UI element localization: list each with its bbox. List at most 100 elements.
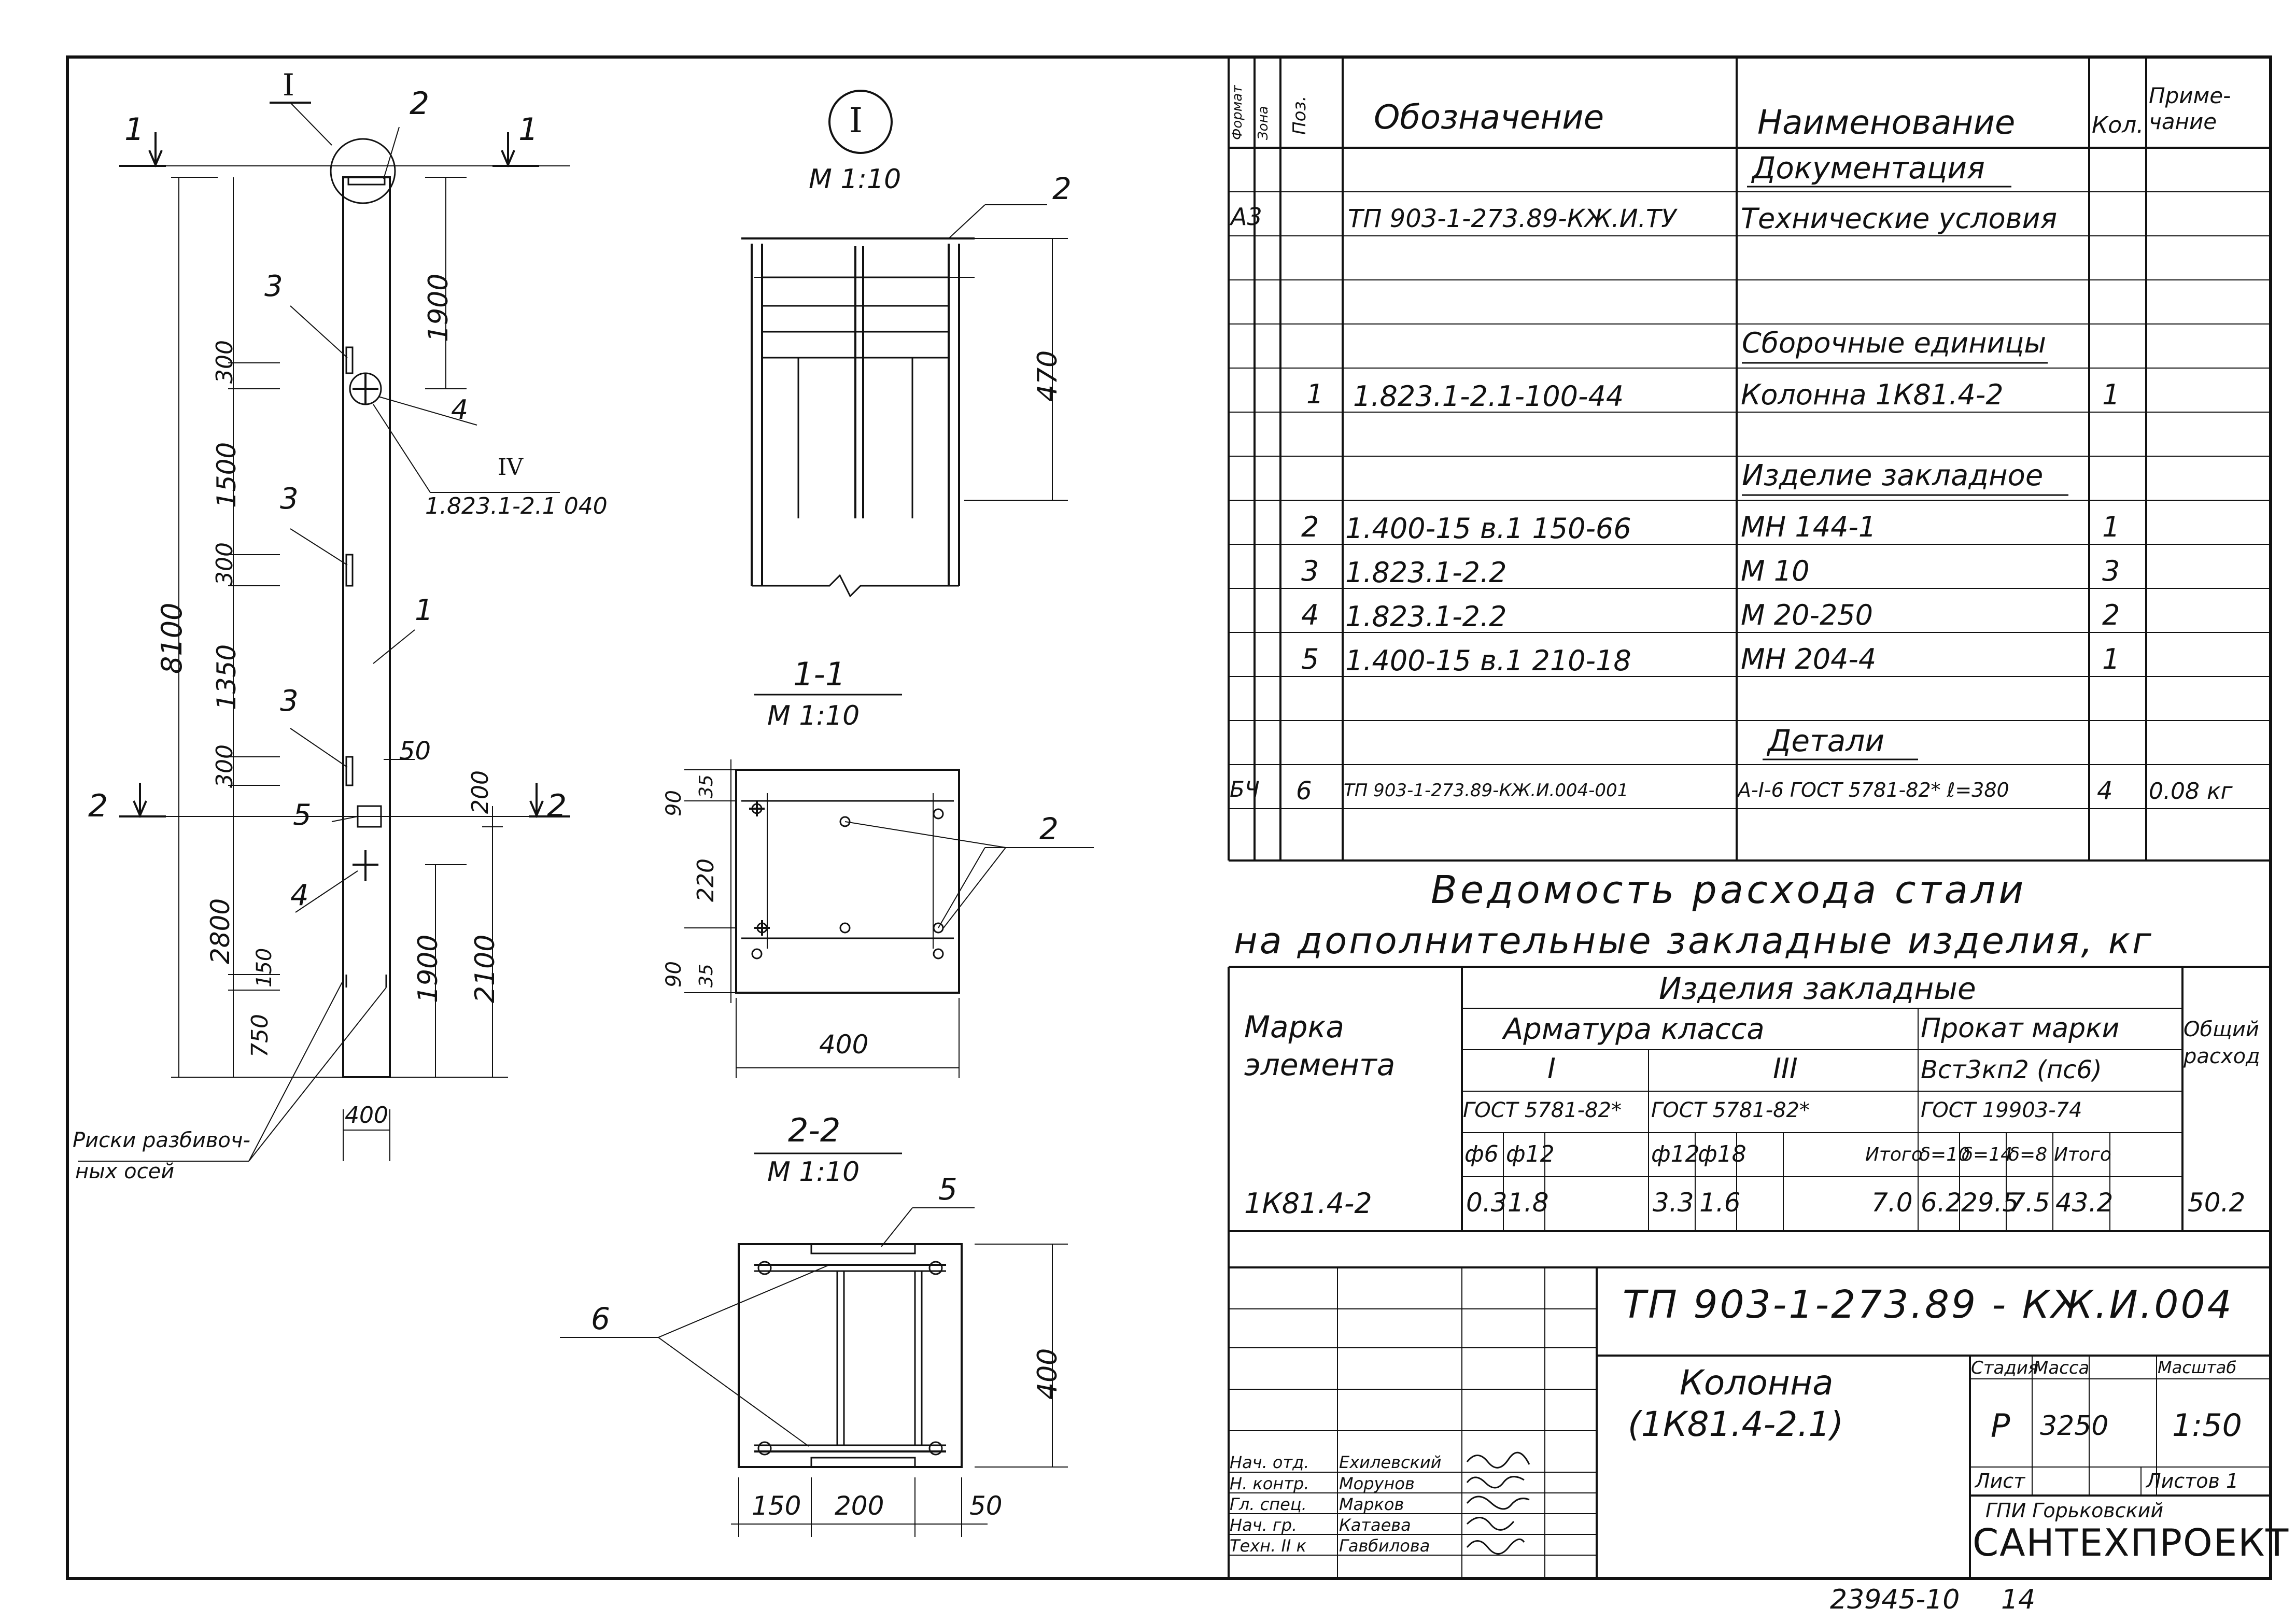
spec-row-designation: ТП 903-1-273.89-КЖ.И.ТУ <box>1348 204 1677 233</box>
detail-I-label: I <box>849 101 863 140</box>
spec-section-assembly: Сборочные единицы <box>1742 327 2047 359</box>
title-sheets-label: Листов 1 <box>2146 1470 2239 1492</box>
sec11-dim-220: 220 <box>693 858 719 902</box>
steel-subcol-t8: δ=8 <box>2008 1144 2048 1165</box>
steel-items-header: Изделия закладные <box>1659 971 1976 1006</box>
steel-class-1: I <box>1547 1052 1556 1085</box>
signer-role: Нач. отд. <box>1230 1452 1309 1472</box>
spec-header-name: Наименование <box>1757 104 2016 142</box>
steel-cell-t8: 7.5 <box>2009 1188 2050 1218</box>
sec11-dim-90-bottom: 90 <box>662 961 686 988</box>
steel-cell-d18: 1.6 <box>1699 1188 1741 1218</box>
title-mass-value: 3250 <box>2040 1411 2109 1442</box>
steel-subcol-d18: ф18 <box>1698 1141 1746 1167</box>
dim-300-c: 300 <box>212 744 238 788</box>
spec-row-pos: 3 <box>1301 555 1319 587</box>
title-sheet-label: Лист <box>1975 1470 2025 1492</box>
sec22-mark-6: 6 <box>591 1301 610 1336</box>
steel-gost-3: ГОСТ 5781-82* <box>1651 1098 1810 1122</box>
title-name-line2: (1К81.4-2.1) <box>1628 1404 1844 1444</box>
detail-dim-470: 470 <box>1032 350 1063 402</box>
steel-cell-t14: 29.5 <box>1961 1188 2019 1218</box>
spec-row-designation: 1.400-15 в.1 150-66 <box>1345 512 1631 545</box>
section-2-2-view <box>738 1243 963 1468</box>
detail-I-view <box>741 90 975 598</box>
section-mark-1-left: 1 <box>124 111 145 148</box>
section-mark-2-left: 2 <box>88 788 108 824</box>
title-org-line1: ГПИ Горьковский <box>1985 1499 2164 1522</box>
spec-row-pos: 5 <box>1301 643 1319 675</box>
spec-row-note: 0.08 кг <box>2149 778 2233 805</box>
spec-row-designation: 1.823.1-2.2 <box>1345 600 1507 633</box>
sec11-dim-35-bottom: 35 <box>696 964 717 988</box>
title-stage-value: Р <box>1991 1407 2010 1445</box>
sec22-dim-150: 150 <box>752 1491 801 1521</box>
sheet-frame <box>66 55 2272 1580</box>
spec-header-note: Приме- чание <box>2149 83 2231 135</box>
spec-row-qty: 1 <box>2102 511 2120 543</box>
sec11-dim-90-top: 90 <box>662 790 686 816</box>
steel-row-mark: 1К81.4-2 <box>1244 1187 1372 1220</box>
dim-2100: 2100 <box>470 934 501 1003</box>
dim-1900-bottom: 1900 <box>413 934 444 1003</box>
spec-row-name: МН 144-1 <box>1741 511 1877 543</box>
section-1-1-view <box>735 769 960 994</box>
steel-rolled-grade: Вст3кп2 (пс6) <box>1921 1055 2102 1084</box>
pos-mark-4-b: 4 <box>290 879 309 912</box>
spec-row-pos: 4 <box>1301 599 1319 631</box>
pos-mark-1-body: 1 <box>415 594 433 627</box>
spec-table-rows <box>1229 191 2271 809</box>
spec-row-qty: 1 <box>2102 378 2120 411</box>
signer-role: Нач. гр. <box>1230 1515 1298 1535</box>
section-2-2-title: 2-2 <box>788 1111 841 1149</box>
spec-row-name: Колонна 1К81.4-2 <box>1741 378 2004 411</box>
title-stage-label: Стадия <box>1971 1358 2039 1378</box>
dim-1500: 1500 <box>212 442 242 508</box>
spec-section-embedded: Изделие закладное <box>1742 459 2044 492</box>
title-name-line1: Колонна <box>1680 1363 1834 1403</box>
spec-row-format: А3 <box>1231 203 1262 231</box>
spec-row-designation: 1.823.1-2.1-100-44 <box>1353 380 1624 413</box>
spec-row-name: А-I-6 ГОСТ 5781-82* ℓ=380 <box>1738 779 2009 801</box>
spec-header-qty: Кол. <box>2092 112 2144 138</box>
dim-1350: 1350 <box>212 644 242 710</box>
pos-mark-3-b: 3 <box>280 482 299 516</box>
dim-750: 750 <box>247 1014 273 1057</box>
spec-row-name: Технические условия <box>1741 202 2058 235</box>
spec-row-qty: 1 <box>2102 643 2120 675</box>
dim-50: 50 <box>399 737 431 766</box>
steel-gost-1: ГОСТ 5781-82* <box>1463 1098 1622 1122</box>
steel-subcol-d12-iii: ф12 <box>1651 1141 1700 1167</box>
steel-subcol-d6: ф6 <box>1464 1141 1499 1167</box>
section-1-1-title: 1-1 <box>793 655 846 693</box>
title-mass-label: Масса <box>2033 1358 2090 1378</box>
column-dimension-lines <box>78 126 560 1162</box>
spec-row-qty: 3 <box>2102 555 2120 587</box>
spec-row-pos: 6 <box>1296 777 1312 806</box>
spec-table-grid <box>1228 57 2271 862</box>
detail-I-scale: М 1:10 <box>809 164 902 195</box>
title-scale-label: Масштаб <box>2158 1358 2237 1377</box>
steel-title: Ведомость расхода стали <box>1431 868 2027 912</box>
sec11-dim-400: 400 <box>819 1029 869 1060</box>
steel-cell-total-rolled: 43.2 <box>2055 1188 2114 1218</box>
detail-mark-I: I <box>283 67 294 103</box>
detail-mark-2: 2 <box>1052 171 1072 206</box>
steel-rolled-header: Прокат марки <box>1921 1013 2120 1044</box>
page-number: 14 <box>2001 1584 2036 1615</box>
dim-300-b: 300 <box>212 542 238 586</box>
steel-gost-rolled: ГОСТ 19903-74 <box>1921 1098 2082 1122</box>
dim-200: 200 <box>467 770 494 814</box>
dim-8100: 8100 <box>156 602 188 674</box>
dim-300-a: 300 <box>212 340 238 384</box>
steel-cell-d12: 1.8 <box>1508 1188 1549 1218</box>
ref-roman: IV <box>498 454 524 481</box>
steel-cell-d6: 0.3 <box>1466 1188 1508 1218</box>
spec-row-pos: 2 <box>1301 511 1319 543</box>
steel-cell-grand-total: 50.2 <box>2188 1188 2246 1218</box>
steel-subtitle: на дополнительные закладные изделия, кг <box>1234 920 2153 962</box>
signer-name: Марков <box>1339 1494 1404 1514</box>
steel-mark-header: Марка элемента <box>1244 1009 1396 1082</box>
